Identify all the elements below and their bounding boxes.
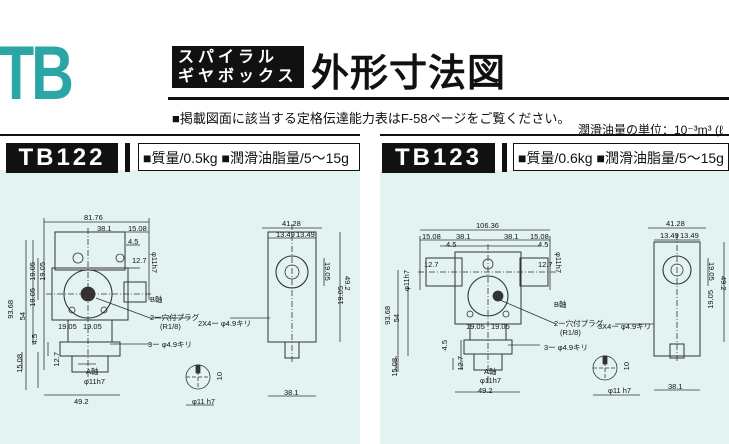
product-tag: スパイラル ギヤボックス (172, 46, 304, 88)
a-axis-label: A軸 (86, 367, 99, 376)
dim-label: 12.7 (456, 356, 465, 371)
dim-label: 106.36 (476, 221, 499, 230)
dim-label: 12.7 (424, 260, 439, 269)
product-tag-line2: ギヤボックス (178, 68, 298, 85)
dim-label: φ11 h7 (608, 386, 632, 395)
dim-label: 4.5 (128, 237, 139, 246)
b-axis-label: B軸 (150, 295, 163, 304)
plug-label: 2ー穴付プラグ (150, 313, 200, 322)
dimension-labels-left: 81.76 38.1 15.08 4.5 12.7 φ11h7 93.68 54… (0, 0, 360, 444)
model-label-left: TB122 (6, 143, 118, 173)
dim-label: 15.08 (530, 232, 549, 241)
dim-label: 54 (392, 314, 401, 323)
plug-label: 2ー穴付プラグ (554, 319, 604, 328)
side-view-left (230, 224, 341, 397)
dim-label: 38.1 (504, 232, 519, 241)
dim-label: φ11h7 (402, 270, 411, 291)
dim-label: φ11h7 (84, 377, 105, 386)
dim-label: 12.7 (538, 260, 553, 269)
dim-label: 10 (622, 362, 631, 371)
dim-label: φ11 h7 (192, 397, 216, 406)
dim-label: φ11h7 (150, 252, 159, 273)
dim-label: 15.08 (390, 358, 399, 377)
dim-label: 49.2 (478, 386, 493, 395)
dim-label: 19.05 (323, 262, 332, 281)
holes-side-label: 3X4ー φ4.9キリ (598, 322, 652, 331)
b-axis-label: B軸 (554, 300, 567, 309)
plug-sub-label: (R1/8) (160, 322, 181, 331)
dim-label: 15.08 (128, 224, 147, 233)
page-title: 外形寸法図 (311, 51, 507, 95)
divider (0, 134, 360, 136)
dim-label: 19.05 (466, 322, 485, 331)
dim-label: 49.2 (343, 276, 352, 291)
dim-label: 41.28 (666, 219, 685, 228)
divider (168, 97, 729, 100)
divider (125, 143, 130, 172)
spec-left: ■質量/0.5kg ■潤滑油脂量/5～15g (138, 143, 360, 171)
model-label-right: TB123 (382, 143, 495, 173)
dim-label: 38.1 (668, 382, 683, 391)
dim-label: 4.5 (538, 240, 549, 249)
dim-label: 93.68 (383, 306, 392, 325)
holes-label: 3ー φ4.9キリ (148, 340, 193, 349)
dim-label: 49.2 (719, 276, 728, 291)
product-tag-line1: スパイラル (178, 49, 279, 66)
key-detail-right (592, 355, 640, 396)
divider (502, 143, 507, 172)
dim-label: 13.49 (276, 230, 295, 239)
dim-label: 38.1 (97, 224, 112, 233)
brand-logo: TB (0, 31, 74, 116)
dim-label: 13.49 (296, 230, 315, 239)
dim-label: φ11h7 (554, 252, 563, 273)
dim-label: 49.2 (74, 397, 89, 406)
dim-label: 38.1 (456, 232, 471, 241)
dim-label: 19.05 (83, 322, 102, 331)
dim-label: 4.5 (440, 340, 449, 351)
dim-label: 13.49 (660, 231, 679, 240)
side-view-right (615, 227, 725, 391)
front-view-left (21, 218, 190, 396)
dim-label: 19.05 (706, 290, 715, 309)
dim-label: 81.76 (84, 213, 103, 222)
dim-label: 19.05 (58, 322, 77, 331)
a-axis-label: A軸 (484, 367, 497, 376)
plug-sub-label: (R1/8) (560, 328, 581, 337)
dim-label: 13.49 (680, 231, 699, 240)
divider (380, 134, 729, 136)
front-view-right (395, 229, 557, 393)
holes-side-label: 2X4ー φ4.9キリ (198, 319, 252, 328)
notice-text: ■掲載図面に該当する定格伝達能力表はF-58ページをご覧ください。 (172, 111, 571, 126)
drawing-panel-left (0, 170, 360, 444)
dim-label: 19.05 (491, 322, 510, 331)
holes-label: 3ー φ4.9キリ (544, 343, 589, 352)
dim-label: 38.1 (284, 388, 299, 397)
spec-right: ■質量/0.6kg ■潤滑油脂量/5～15g (513, 143, 729, 171)
unit-note: 潤滑油量の単位：10⁻³m³ (ℓ (578, 123, 723, 137)
dim-label: 12.7 (132, 256, 147, 265)
drawing-panel-right (380, 170, 729, 444)
dim-label: 4.5 (446, 240, 457, 249)
dim-label: φ11h7 (480, 376, 501, 385)
dim-label: 41.28 (282, 219, 301, 228)
dim-label: 19.05 (707, 262, 716, 281)
dim-label: 15.08 (422, 232, 441, 241)
key-detail-left (185, 364, 214, 406)
